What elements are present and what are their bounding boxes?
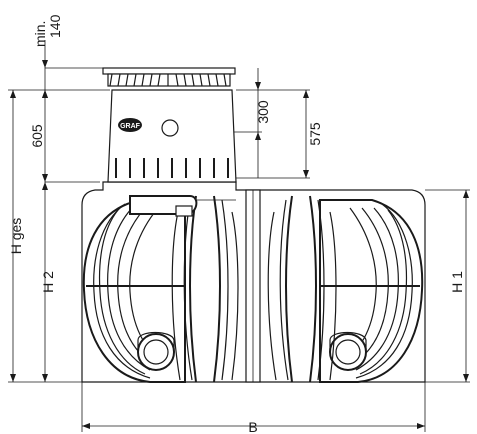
bottom-dimension-line — [81, 382, 426, 432]
svg-text:GRAF: GRAF — [120, 123, 141, 130]
left-dimension-lines — [8, 40, 110, 383]
right-dimension-lines — [180, 68, 470, 383]
lid-grate-bars — [109, 73, 227, 87]
height-2-label: H 2 — [40, 271, 56, 293]
center-divider — [245, 189, 261, 383]
width-label: B — [248, 419, 257, 434]
shaft-ribs — [115, 158, 229, 178]
riser-height-label: 575 — [307, 122, 323, 146]
left-tank-body — [82, 195, 239, 383]
min-value: 140 — [47, 14, 63, 38]
height-1-label: H 1 — [449, 271, 465, 293]
min-label: min. — [32, 21, 48, 47]
shaft-height-label: 605 — [29, 124, 45, 148]
riser-to-pipe-label: 300 — [255, 100, 271, 124]
brand-logo: GRAF — [118, 118, 142, 132]
shaft-lid — [102, 67, 236, 87]
tank-frame — [81, 181, 426, 383]
total-height-label: H ges — [8, 218, 24, 255]
right-tank-body — [267, 195, 424, 383]
dimension-labels: min. 140 605 H ges H 2 300 575 H 1 B — [8, 14, 465, 434]
inspection-port — [161, 119, 179, 137]
riser-shaft: GRAF — [107, 89, 237, 217]
